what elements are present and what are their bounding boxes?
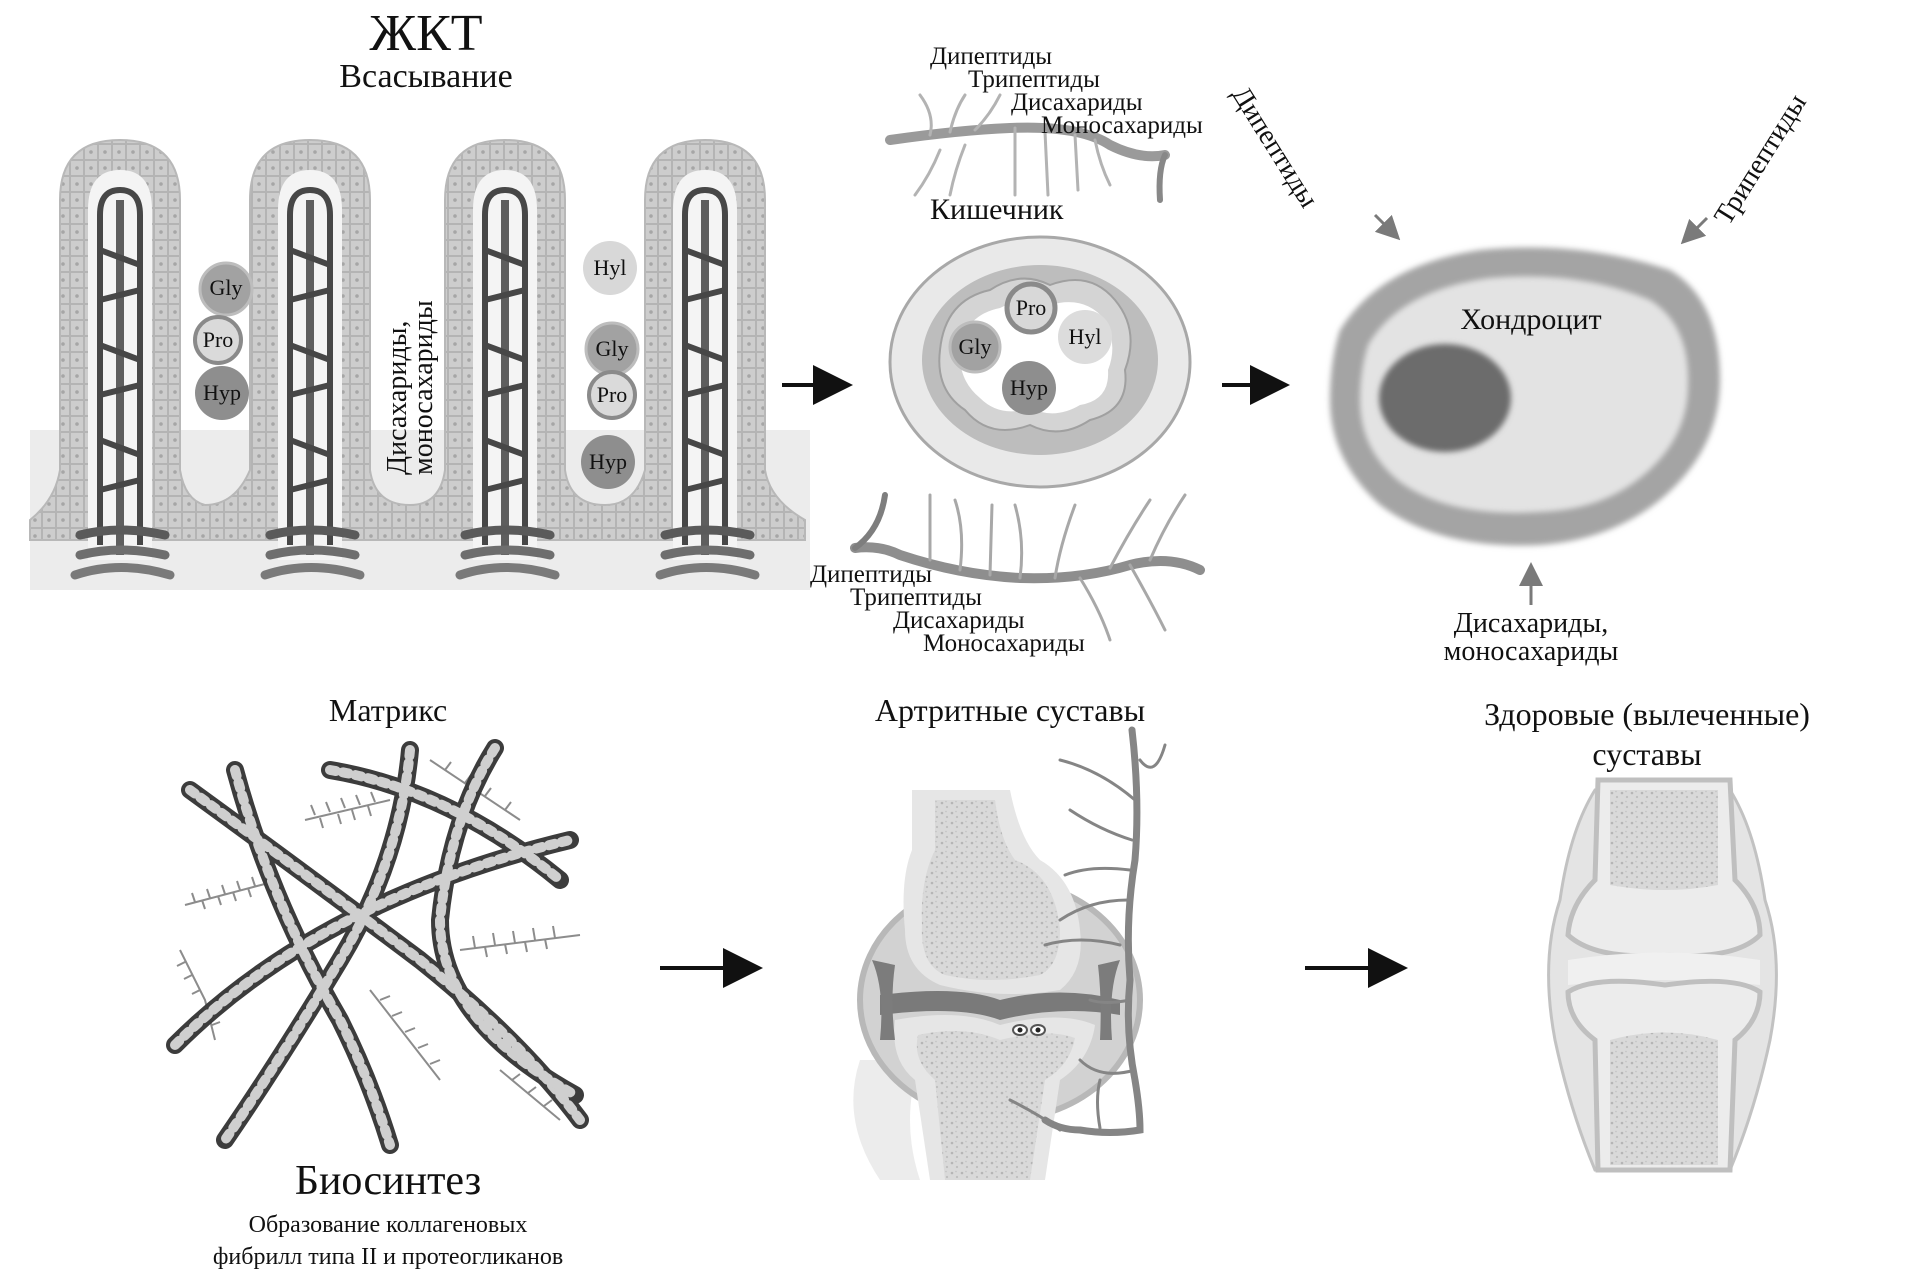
vessel-tree-bottom — [850, 492, 1205, 642]
meniscus-left — [872, 960, 895, 1040]
meniscus-right — [1098, 960, 1120, 1040]
label-gly-right: Gly — [595, 336, 629, 361]
collagen-fibrils — [166, 739, 589, 1154]
sphere-hyp-left — [195, 366, 249, 420]
sphere-pro-right — [587, 370, 637, 420]
amino-group-left — [193, 261, 254, 420]
damaged-cartilage — [880, 991, 1120, 1020]
tibia-spongy-bone — [916, 1031, 1075, 1180]
blood-vessels — [1008, 726, 1167, 1136]
intestine-title: Кишечник — [930, 193, 1064, 226]
chondrocyte-cell — [1330, 247, 1720, 546]
top-list-disaccharides: Дисахариды — [1011, 89, 1143, 116]
vertical-label-line2: моносахариды — [408, 300, 439, 475]
arrow-tripeptides — [1680, 216, 1709, 245]
cell-debris — [1012, 1024, 1046, 1036]
arrow-label-saccharides: Дисахариды, моносахариды — [1444, 610, 1619, 666]
cell-cytoplasm — [1360, 276, 1689, 513]
upper-spongy-bone — [1610, 790, 1718, 890]
sphere-pro-lumen — [1004, 281, 1058, 335]
fibril-6 — [166, 831, 579, 1054]
label-hyp-left: Hyp — [203, 380, 241, 405]
healthy-title: Здоровые (вылеченные) суставы — [1484, 694, 1810, 774]
arthritic-title: Артритные суставы — [874, 692, 1146, 728]
saccharides-line2: моносахариды — [1443, 636, 1619, 667]
sphere-pro-left — [193, 315, 243, 365]
gi-subtitle: Всасывание — [339, 58, 513, 95]
label-gly-left: Gly — [209, 275, 243, 300]
vessel-tree-top — [885, 93, 1170, 203]
label-gly-lumen: Gly — [958, 334, 992, 359]
chondrocyte-title: Хондроцит — [1460, 303, 1602, 336]
label-pro-lumen: Pro — [1015, 295, 1047, 320]
vertical-saccharides-label: Дисахариды, моносахариды — [382, 300, 439, 475]
top-list-monosaccharides: Моносахариды — [1041, 112, 1203, 139]
amino-group-right — [581, 241, 640, 489]
label-hyp-right: Hyp — [589, 449, 627, 474]
arthritic-joint — [853, 726, 1167, 1180]
cell-nucleus — [1379, 344, 1511, 452]
sphere-gly-left — [198, 261, 254, 317]
gi-title: ЖКТ — [369, 5, 483, 62]
sphere-gly-lumen — [948, 320, 1002, 374]
label-pro-left: Pro — [202, 327, 234, 352]
femur-spongy-bone — [921, 800, 1060, 980]
submucosal-vessels — [70, 525, 760, 580]
label-pro-right: Pro — [596, 382, 628, 407]
intestine-cross-section — [888, 235, 1192, 489]
top-list-dipeptides: Дипептиды — [930, 43, 1053, 70]
saccharides-line1: Дисахариды, — [1453, 608, 1609, 639]
healthy-title-line2: суставы — [1592, 736, 1702, 772]
biosynthesis-title: Биосинтез — [294, 1158, 482, 1204]
healthy-title-line1: Здоровые (вылеченные) — [1484, 696, 1810, 732]
bottom-list-disaccharides: Дисахариды — [893, 607, 1025, 634]
bottom-list-monosaccharides: Моносахариды — [923, 630, 1085, 657]
sphere-hyp-right — [581, 435, 635, 489]
arrow-dipeptides — [1373, 213, 1401, 241]
label-hyl-lumen: Hyl — [1068, 324, 1102, 349]
sphere-hyl-right — [583, 241, 637, 295]
capillary-network-2 — [287, 187, 333, 555]
top-list-tripeptides: Трипептиды — [968, 66, 1100, 93]
matrix-title: Матрикс — [328, 692, 448, 728]
sphere-hyp-lumen — [1002, 361, 1056, 415]
label-hyl-right: Hyl — [593, 255, 627, 280]
bottom-list-tripeptides: Трипептиды — [850, 584, 982, 611]
lower-spongy-bone — [1610, 1032, 1718, 1165]
collagen-matrix — [166, 739, 589, 1154]
label-hyp-lumen: Hyp — [1010, 375, 1048, 400]
sphere-hyl-lumen — [1058, 310, 1112, 364]
capillary-network-4 — [682, 187, 728, 555]
capillary-network-3 — [482, 187, 528, 555]
biosynthesis-line1: Образование коллагеновых — [248, 1212, 528, 1238]
joint-space-healthy — [1568, 952, 1760, 985]
capillary-network-1 — [97, 187, 143, 555]
bottom-list-dipeptides: Дипептиды — [810, 561, 933, 588]
villi-illustration — [29, 138, 810, 590]
biosynthesis-line2: фибрилл типа II и протеогликанов — [212, 1244, 564, 1270]
healthy-joint — [1547, 777, 1778, 1173]
